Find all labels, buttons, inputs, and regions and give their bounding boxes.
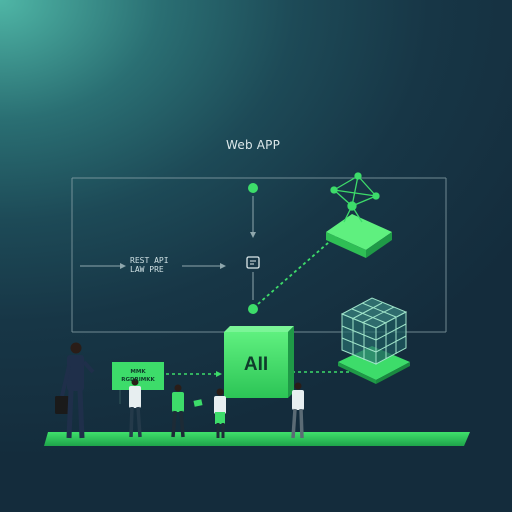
bottom-node [248,304,258,314]
system-frame [71,177,447,333]
rest-api-label-line2: LAW PRE [130,265,164,274]
person-right [291,382,304,439]
vertical-flow [250,196,256,300]
data-cube-icon [340,297,408,365]
sign-board-text: MMK RGDRIMKK [114,368,162,384]
ai-box [224,326,294,398]
diagram-title: Web APP [226,138,281,152]
rest-input-arrow [80,263,126,269]
person-middle [171,384,185,438]
sign-line2: RGDRIMKK [121,377,155,383]
ai-box-label: AII [243,354,269,375]
rest-api-label-line1: REST API [130,256,169,265]
sign-board [112,362,164,404]
person-businessman [55,342,95,439]
person-left [129,378,142,438]
top-node [248,183,258,193]
rest-output-arrow [182,263,226,269]
router-icon [330,172,380,223]
endpoint-square-icon [246,256,260,269]
sign-ai-link-arrow [216,371,222,377]
router-link [257,235,337,305]
sign-line1: MMK [130,369,146,375]
person-tablet-holder [193,388,226,438]
rest-api-label: REST API LAW PRE [130,256,169,274]
ground-platform [44,432,470,446]
router-platform [326,214,392,258]
